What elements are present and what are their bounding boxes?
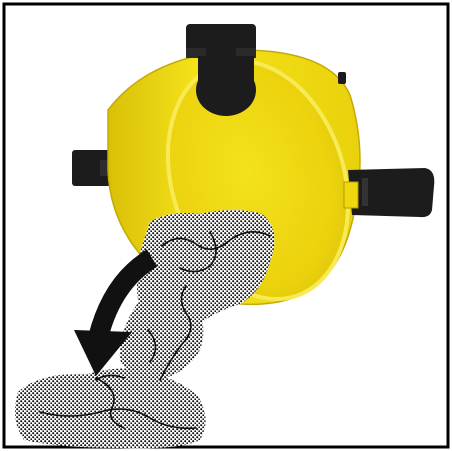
top-knob (186, 24, 256, 116)
hair-strands (39, 231, 271, 430)
debris-trail (119, 295, 204, 380)
right-latch-clip (343, 168, 435, 218)
debris-pile-icon (15, 368, 206, 449)
curved-arrow-icon (74, 249, 158, 376)
rim-nub (338, 72, 346, 84)
